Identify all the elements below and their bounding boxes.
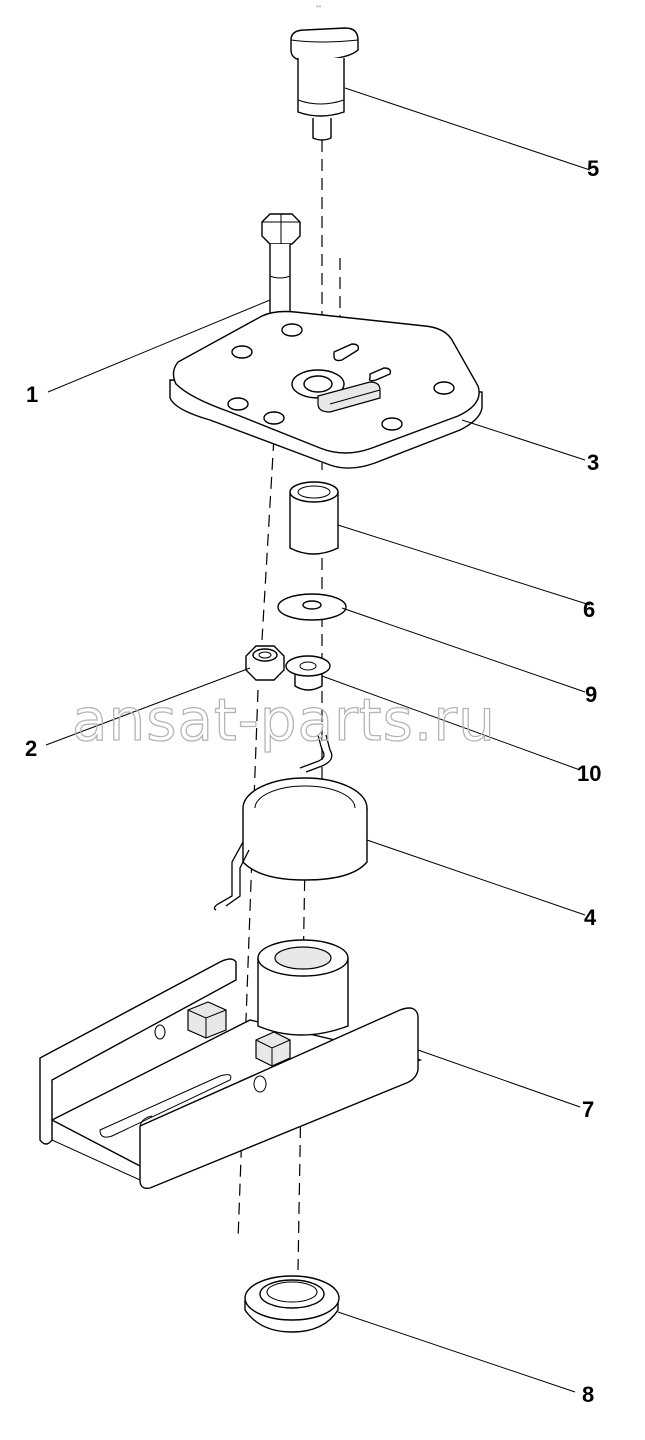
callout-1: 1: [26, 382, 38, 407]
part-1-bolt: [261, 213, 301, 321]
callout-10: 10: [577, 761, 601, 786]
axis-left-lower: [237, 689, 259, 1241]
leader-lines: [45, 87, 591, 1393]
part-7-bracket: [39, 939, 423, 1190]
part-6-sleeve: [289, 481, 339, 555]
part-9-washer: [277, 593, 347, 621]
callout-4: 4: [584, 905, 597, 930]
part-8-bushing: [244, 1275, 340, 1333]
axis-bolt: [261, 419, 276, 641]
callout-9: 9: [585, 682, 597, 707]
axis-center-lower: [297, 859, 306, 1271]
callout-6: 6: [583, 597, 595, 622]
part-10-flange-nut: [285, 655, 331, 691]
callout-3: 3: [587, 450, 599, 475]
callout-2: 2: [25, 736, 37, 761]
part-2-nut: [245, 645, 285, 681]
part-3-plate: [169, 310, 483, 469]
part-5-latch-pin: [290, 27, 359, 141]
watermark-text: ansat-parts.ru: [72, 686, 496, 754]
top-mark: "": [316, 5, 322, 12]
callout-5: 5: [587, 156, 599, 181]
part-4-spring: [213, 734, 368, 911]
callout-7: 7: [582, 1097, 594, 1122]
callout-8: 8: [582, 1382, 594, 1407]
